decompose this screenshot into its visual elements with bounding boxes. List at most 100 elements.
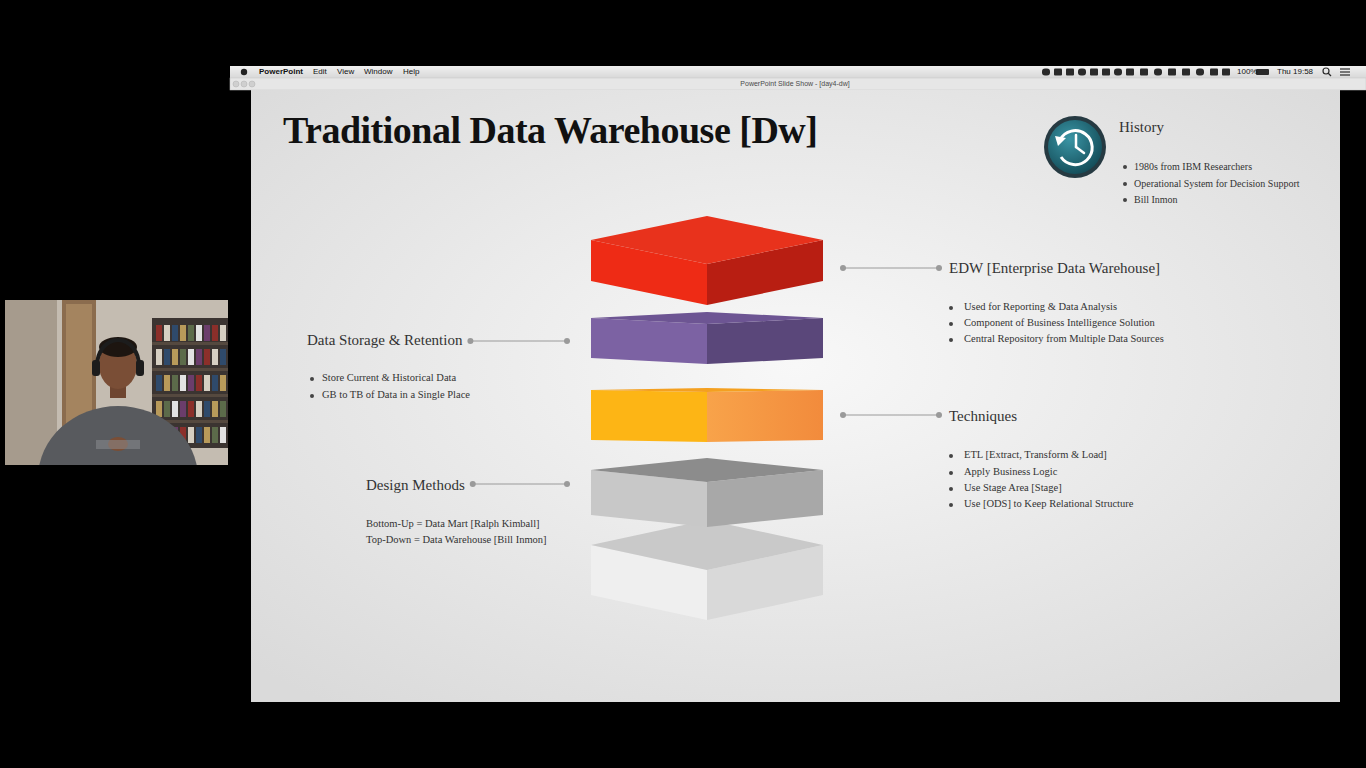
bullet-dot	[310, 394, 314, 398]
label-slot: History	[1119, 118, 1164, 136]
menu-icon	[1340, 71, 1350, 72]
clock-hand	[1076, 147, 1084, 153]
label-slot: Use Stage Area [Stage]	[964, 482, 1062, 495]
window-title-bar	[230, 78, 1366, 90]
menu-icon	[1340, 68, 1350, 69]
bullet-dot	[949, 322, 953, 326]
layer-slab	[591, 312, 823, 364]
bullet-dot	[1123, 165, 1127, 169]
bullet-dot	[310, 377, 314, 381]
book	[220, 427, 226, 443]
slab-top-face	[591, 458, 823, 482]
status-icon	[1090, 69, 1098, 76]
clock-hand	[1075, 135, 1078, 147]
book	[172, 349, 178, 365]
book	[180, 325, 186, 341]
leader-line	[470, 341, 567, 342]
leader-lines	[467, 265, 942, 487]
label-slot: PowerPoint Slide Show - [day4-dw]	[740, 80, 849, 88]
slab-top-face	[591, 520, 823, 570]
slab-top-face	[591, 216, 823, 264]
book	[212, 349, 218, 365]
bullet-text: 1980s from IBM Researchers	[1134, 161, 1252, 173]
book	[220, 325, 226, 341]
status-icon	[1196, 69, 1204, 76]
book	[196, 349, 202, 365]
book	[172, 325, 178, 341]
label-slot: Design Methods	[366, 476, 465, 494]
label-slot: Data Storage & Retention	[307, 331, 462, 349]
menu-icon	[1340, 74, 1350, 75]
bullet-dot	[1123, 198, 1127, 202]
bullet-text: Operational System for Decision Support	[1134, 178, 1300, 190]
book	[156, 401, 162, 417]
bullet-dot	[949, 503, 953, 507]
status-icon	[1042, 69, 1050, 76]
book	[156, 349, 162, 365]
book	[180, 375, 186, 391]
menu-item: Help	[403, 67, 419, 77]
book	[180, 349, 186, 365]
icon-ring	[1044, 116, 1106, 178]
callout-heading: Design Methods	[366, 476, 465, 494]
label-slot: View	[337, 67, 354, 77]
room-wall	[5, 300, 228, 465]
status-icon	[1102, 69, 1110, 76]
note-text: Bottom-Up = Data Mart [Ralph Kimball]	[366, 518, 540, 531]
label-slot: Edit	[313, 67, 327, 77]
bullet-dot	[1123, 182, 1127, 186]
layer-slab	[591, 520, 823, 620]
book	[156, 325, 162, 341]
leader-dot	[564, 481, 570, 487]
person-body	[38, 406, 198, 465]
status-icon	[1078, 69, 1086, 76]
status-icon	[1182, 69, 1190, 76]
window-button	[249, 81, 255, 87]
label-slot: 1980s from IBM Researchers	[1134, 161, 1252, 173]
book	[164, 401, 170, 417]
window-button	[241, 81, 247, 87]
label-slot: Thu 19:58	[1277, 67, 1313, 77]
callout-heading: Data Storage & Retention	[307, 331, 462, 349]
label-slot: PowerPoint	[259, 67, 303, 77]
menu-bar	[230, 66, 1366, 78]
label-slot: Top-Down = Data Warehouse [Bill Inmon]	[366, 534, 547, 547]
leader-dot	[470, 481, 476, 487]
callout-heading: EDW [Enterprise Data Warehouse]	[949, 259, 1160, 277]
callout-heading: Techniques	[949, 407, 1017, 425]
status-icon	[1066, 69, 1074, 76]
status-icon	[1140, 69, 1148, 76]
bullet-dot	[949, 306, 953, 310]
label-slot: Use [ODS] to Keep Relational Structure	[964, 498, 1133, 511]
app-menu: PowerPoint	[259, 67, 303, 77]
shelf-board	[152, 368, 228, 371]
battery-level: 100%	[1237, 67, 1257, 77]
book	[212, 401, 218, 417]
headphone-band	[97, 340, 139, 366]
bullet-text: Use Stage Area [Stage]	[964, 482, 1062, 495]
label-slot: Operational System for Decision Support	[1134, 178, 1300, 190]
slab-top-face	[591, 312, 823, 324]
book	[204, 401, 210, 417]
bullet-text: Component of Business Intelligence Solut…	[964, 317, 1155, 330]
label-slot: ETL [Extract, Transform & Load]	[964, 449, 1107, 462]
shelf-board	[152, 394, 228, 397]
book	[188, 427, 194, 443]
label-slot: 100%	[1237, 67, 1257, 77]
bullet-dot	[949, 487, 953, 491]
book	[156, 375, 162, 391]
layer-slab	[591, 388, 823, 442]
book	[196, 325, 202, 341]
slide-title: Traditional Data Warehouse [Dw]	[283, 108, 817, 154]
leader-dot	[840, 412, 846, 418]
label-slot: EDW [Enterprise Data Warehouse]	[949, 259, 1160, 277]
bullet-text: Use [ODS] to Keep Relational Structure	[964, 498, 1133, 511]
room-wall-shade	[5, 300, 57, 465]
book	[164, 349, 170, 365]
status-icon	[1126, 69, 1134, 76]
book	[188, 349, 194, 365]
book	[196, 375, 202, 391]
book	[164, 375, 170, 391]
slide-background	[251, 90, 1340, 702]
book	[196, 427, 202, 443]
